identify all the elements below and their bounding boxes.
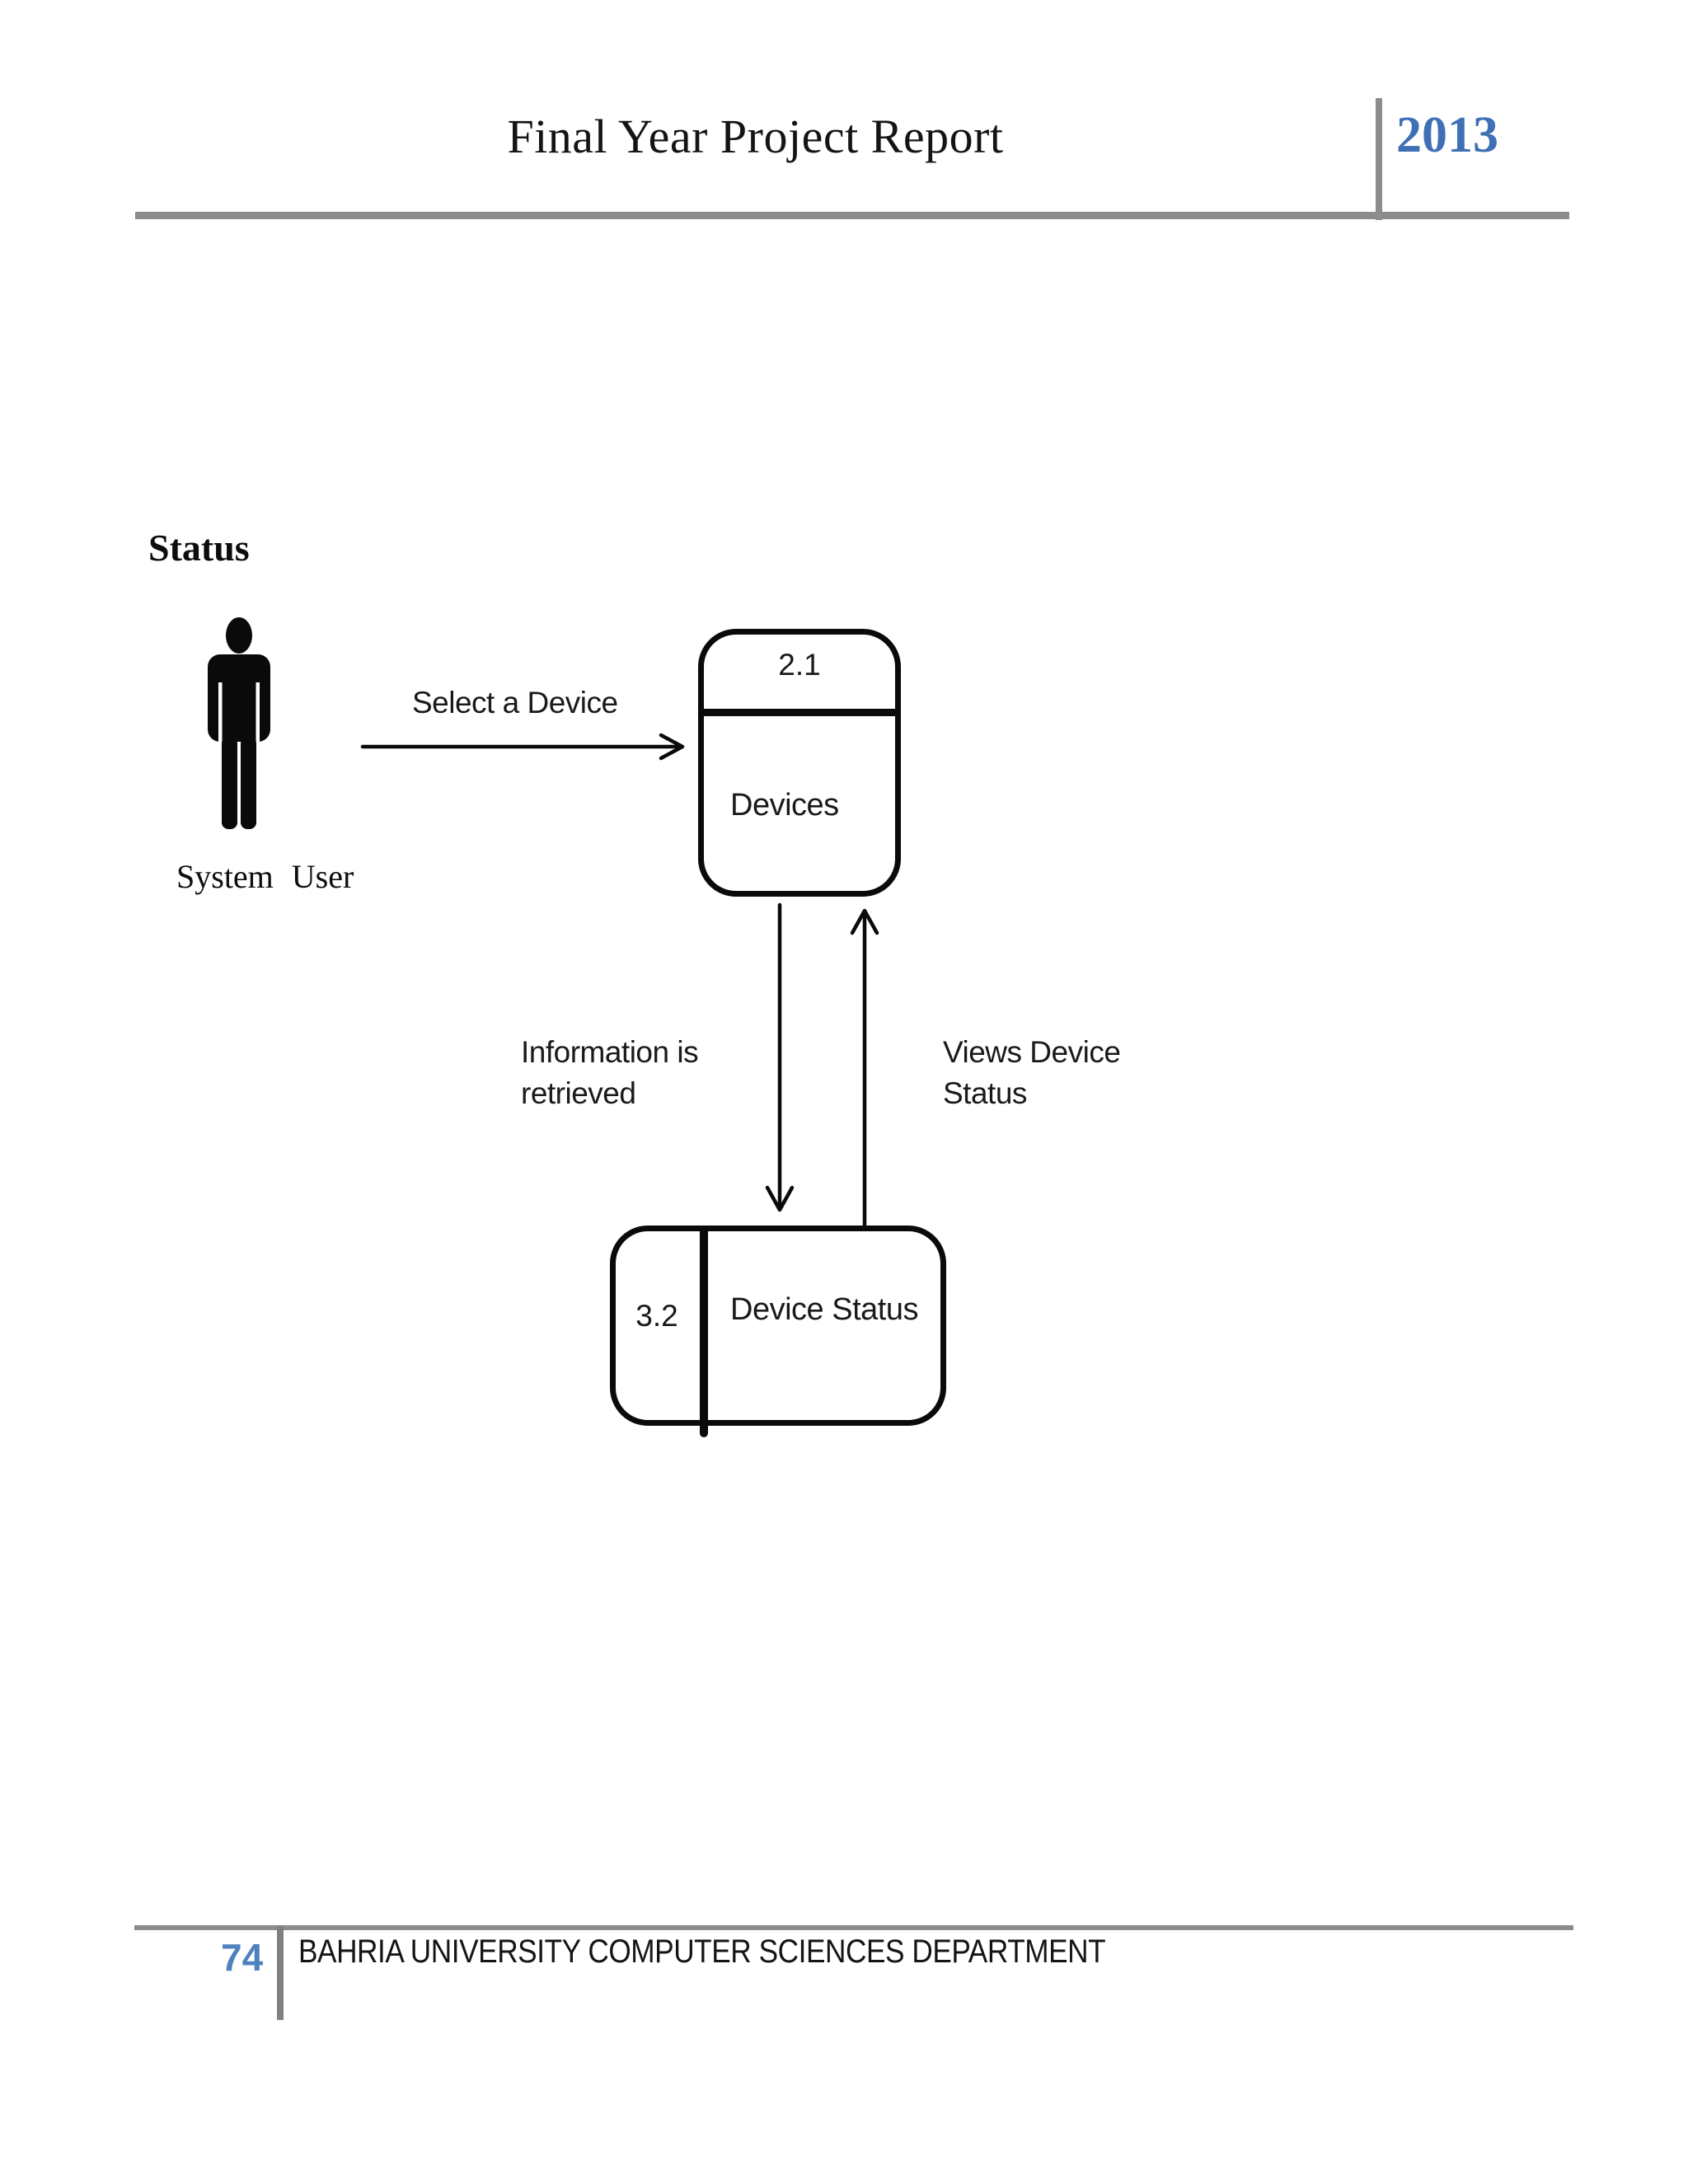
section-heading: Status — [148, 527, 250, 569]
footer-rule — [134, 1925, 1573, 1930]
arrow-select-device — [360, 733, 685, 761]
flow-label-line: Information is — [521, 1035, 699, 1069]
process-box-devices: 2.1 Devices — [698, 629, 901, 897]
header-year: 2013 — [1396, 107, 1498, 163]
flow-label-views-status: Views Device Status — [943, 1032, 1121, 1114]
arrow-information-retrieved — [765, 902, 795, 1212]
flow-label-line: Views Device — [943, 1035, 1121, 1069]
person-icon — [208, 617, 270, 829]
header-rule — [135, 212, 1569, 219]
page-number: 74 — [221, 1936, 264, 1979]
process-divider-line — [698, 709, 901, 716]
page-title: Final Year Project Report — [507, 110, 1004, 163]
flow-label-line: Status — [943, 1076, 1027, 1110]
flow-label-select-device: Select a Device — [412, 686, 618, 719]
process-id: 2.1 — [778, 648, 821, 682]
footer-divider-line — [277, 1925, 284, 2020]
footer-department: BAHRIA UNIVERSITY COMPUTER SCIENCES DEPA… — [298, 1933, 1106, 1970]
process-id: 3.2 — [635, 1299, 678, 1333]
flow-label-line: retrieved — [521, 1076, 636, 1110]
process-name: Device Status — [730, 1292, 918, 1327]
flow-label-information-retrieved: Information is retrieved — [521, 1032, 699, 1114]
actor-label: System User — [176, 858, 354, 895]
process-box-device-status: 3.2 Device Status — [610, 1226, 946, 1437]
process-name: Devices — [730, 788, 839, 823]
header-divider-line — [1376, 98, 1382, 220]
arrow-views-status — [850, 908, 879, 1227]
process-divider-line — [700, 1226, 708, 1437]
